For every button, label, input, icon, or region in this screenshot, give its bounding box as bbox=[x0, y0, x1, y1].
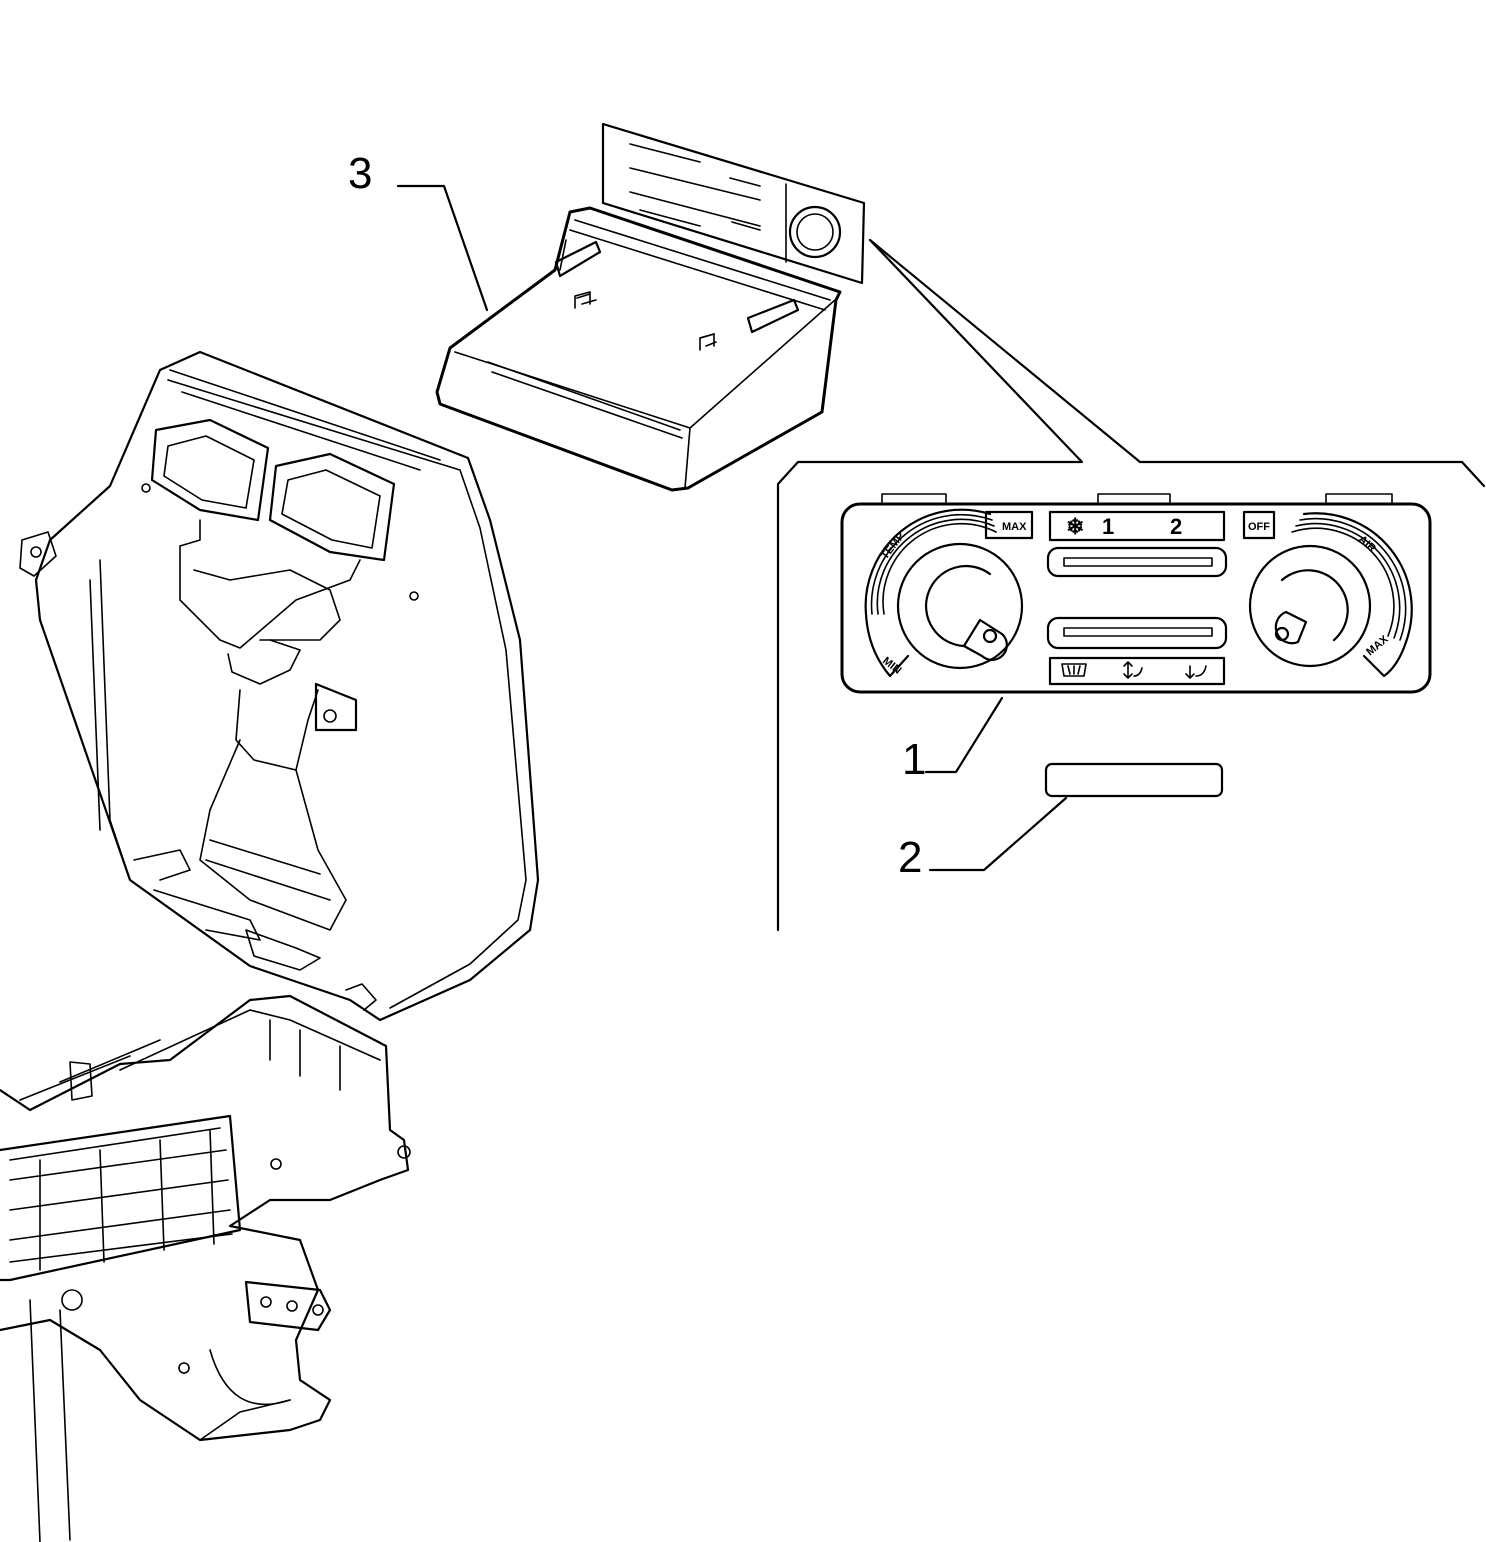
temp-max-box bbox=[984, 510, 1034, 540]
callout-2: 2 bbox=[898, 833, 922, 882]
callout-1: 1 bbox=[902, 735, 926, 784]
leader-line-2 bbox=[928, 796, 1068, 872]
callout-3: 3 bbox=[348, 149, 372, 198]
leader-line-3 bbox=[396, 184, 489, 312]
leader-line-1 bbox=[924, 696, 1004, 774]
speed-label-2: 2 bbox=[1170, 514, 1182, 539]
console-housing bbox=[19, 350, 540, 1022]
heater-unit bbox=[0, 994, 411, 1542]
temp-max-label: MAX bbox=[1002, 521, 1027, 533]
part-2-slider-knob bbox=[1044, 762, 1224, 798]
detail-inset-border bbox=[776, 238, 1486, 932]
fan-icon: ❄ bbox=[1066, 514, 1084, 539]
temperature-knob[interactable] bbox=[864, 508, 1024, 678]
mode-display bbox=[1048, 656, 1226, 686]
air-off-box bbox=[1242, 510, 1276, 540]
floor-icon bbox=[1185, 665, 1207, 679]
fan-speed-display bbox=[1048, 510, 1226, 542]
air-distribution-slider[interactable] bbox=[1046, 616, 1228, 650]
air-off-label: OFF bbox=[1248, 521, 1270, 533]
part-3-bezel bbox=[435, 122, 866, 492]
speed-label-1: 1 bbox=[1102, 514, 1114, 539]
temp-label: TEMP bbox=[879, 530, 907, 561]
air-max-label: MAX bbox=[1364, 633, 1391, 658]
air-knob[interactable] bbox=[1248, 512, 1413, 678]
defrost-icon bbox=[1061, 663, 1087, 677]
vent-floor-icon bbox=[1123, 661, 1143, 679]
part-1-control-panel: MAX MIN TEMP ❄ 1 2 bbox=[840, 493, 1432, 694]
fan-speed-slider[interactable] bbox=[1046, 546, 1228, 578]
